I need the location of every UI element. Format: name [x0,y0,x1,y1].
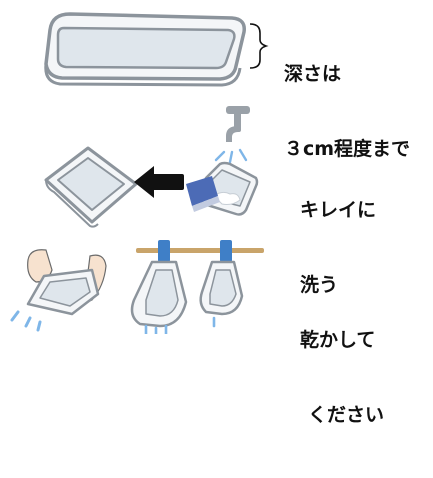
bracket-icon [249,23,269,69]
step3-line2: ください [308,404,385,426]
step2-line1: キレイに [300,199,377,221]
step3-line1: 乾かして [300,329,376,351]
step1-label: 深さは ３cm程度まで [284,12,410,212]
illustrations [10,12,269,334]
shallow-tray-icon [44,12,246,87]
washed-tray-icon [44,146,138,228]
clothes-rod-icon [136,240,264,262]
left-arrow-icon [134,166,184,198]
water-drops-icon [144,316,216,334]
step1-line1: 深さは [284,63,342,85]
step2-line2: 洗う [300,274,339,296]
step3-label: 乾かして ください [300,278,384,478]
faucet-icon [226,106,250,142]
hanging-tray-icon [199,260,244,316]
step2-label: キレイに 洗う [300,148,376,348]
water-drops-icon [214,148,248,164]
hands-icon [26,249,107,316]
sponge-icon [186,176,220,212]
hanging-tray-icon [130,260,188,328]
water-drops-icon [10,310,42,332]
step1-line2: ３cm程度まで [284,138,411,160]
instruction-panel: 深さは ３cm程度まで キレイに 洗う 乾かして ください [10,12,410,426]
